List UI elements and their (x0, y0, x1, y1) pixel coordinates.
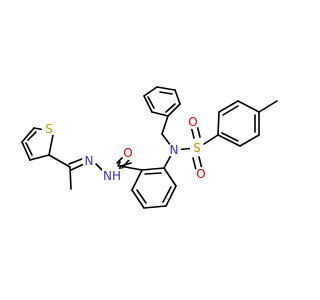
bond (143, 205, 167, 209)
bond (151, 111, 169, 117)
atom-label: NH (103, 169, 121, 183)
atom-o-sulfonyl-top: O (186, 115, 200, 129)
atom-label: N (170, 143, 179, 157)
bond (237, 100, 260, 113)
atom-nh-hydrazide: NH (102, 169, 122, 183)
bond (165, 185, 177, 207)
bond (203, 134, 219, 145)
atom-o-carbonyl: O (121, 146, 135, 160)
bonds (21, 86, 278, 209)
bond (143, 95, 153, 113)
atom-label: O (196, 167, 205, 181)
atom-s-thiophene: S (42, 122, 56, 136)
bond (163, 167, 177, 187)
bond (48, 134, 54, 156)
bond (25, 142, 33, 156)
bond (161, 115, 169, 135)
bond (69, 166, 72, 190)
bond (48, 154, 71, 168)
bond (70, 163, 85, 171)
bond (198, 156, 203, 170)
bond (174, 89, 181, 105)
bond (217, 111, 220, 136)
atom-label: S (193, 141, 201, 155)
bond (217, 134, 241, 147)
bond (136, 189, 147, 204)
bond (21, 127, 35, 143)
bond (147, 96, 155, 109)
bond (141, 167, 165, 171)
bond (156, 86, 176, 91)
bond (68, 158, 83, 165)
atom-n-imine: N (82, 154, 96, 168)
bond (218, 100, 239, 113)
bond (192, 157, 197, 171)
bond (222, 105, 239, 116)
atom-label: S (45, 122, 53, 136)
molecule-structure: S N NH O N S O O (21, 86, 278, 209)
bond (131, 169, 143, 191)
atom-label: O (188, 115, 197, 129)
bond (239, 134, 260, 147)
bond (258, 100, 278, 113)
bond (121, 159, 130, 169)
bond (143, 86, 158, 97)
atoms: S N NH O N S O O (42, 115, 208, 183)
bond (165, 103, 176, 113)
bond (167, 103, 181, 117)
bond (131, 189, 145, 209)
atom-label: O (123, 146, 132, 160)
atom-n-sulfonamide: N (167, 143, 181, 157)
bond (144, 172, 162, 175)
bond (159, 91, 173, 95)
bond (117, 161, 121, 167)
bond (162, 186, 172, 203)
bond (29, 154, 50, 161)
bond (21, 141, 31, 161)
bond (221, 132, 239, 142)
atom-o-sulfonyl-bottom: O (194, 167, 208, 181)
atom-label: N (85, 154, 94, 168)
atom-s-sulfonyl: S (190, 141, 204, 155)
bond (27, 131, 37, 141)
